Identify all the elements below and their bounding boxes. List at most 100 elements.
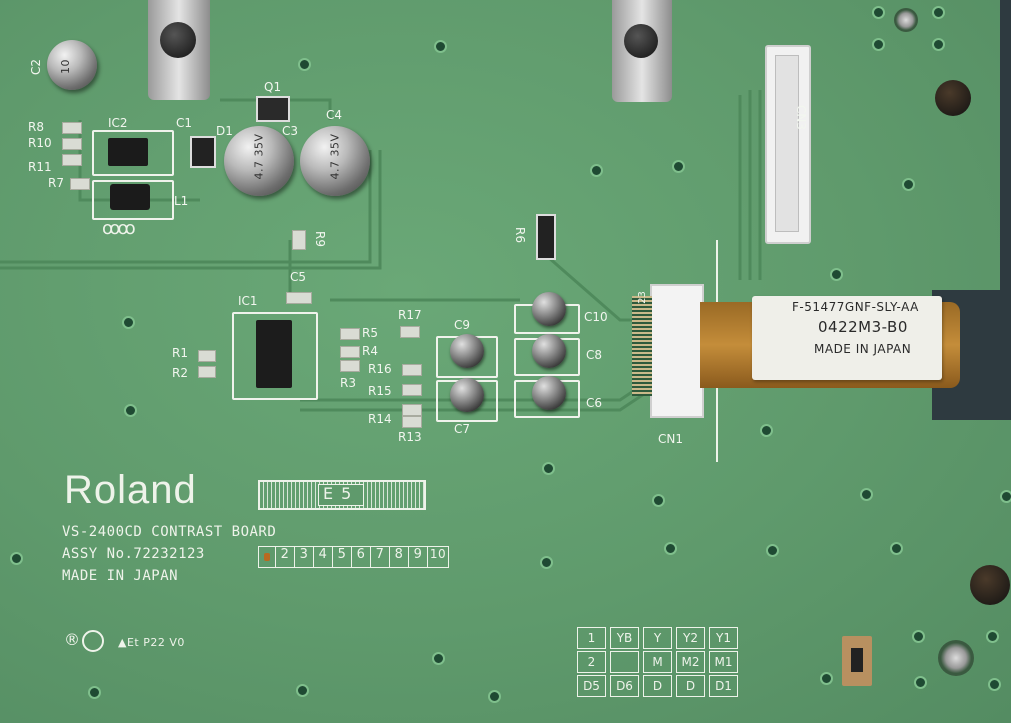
label-c2: C2 <box>29 58 44 76</box>
label-c4: C4 <box>326 108 343 122</box>
pad-r15 <box>402 384 422 396</box>
via <box>296 684 309 697</box>
label-q1: Q1 <box>264 80 282 94</box>
cap-c2-marking: 10 <box>59 59 72 74</box>
assy-number: ASSY No.72232123 <box>62 546 205 562</box>
label-cn1: CN1 <box>658 432 683 446</box>
via <box>932 38 945 51</box>
via <box>298 58 311 71</box>
ul-recognized-mark: ® <box>64 630 81 649</box>
capacitor-c10 <box>532 292 566 326</box>
via <box>124 404 137 417</box>
via <box>122 316 135 329</box>
assy-digit-4: 4 <box>313 547 332 567</box>
via <box>986 630 999 643</box>
roland-logo-text: Roland <box>64 468 197 512</box>
via <box>10 552 23 565</box>
label-pin23: 23 <box>636 291 648 304</box>
label-c5: C5 <box>290 270 307 284</box>
via <box>542 462 555 475</box>
via <box>1000 490 1011 503</box>
label-r10: R10 <box>28 136 52 150</box>
test-pad-cell: D <box>676 675 705 697</box>
via <box>652 494 665 507</box>
screw-left <box>160 22 196 58</box>
test-pad-cell: YB <box>610 627 639 649</box>
test-pad-cell: Y <box>643 627 672 649</box>
resistor-r6 <box>536 214 556 260</box>
via <box>932 6 945 19</box>
ic1-outline <box>232 312 318 400</box>
pad-r1 <box>198 350 216 362</box>
diode-d1 <box>190 136 216 168</box>
assy-digit-5: 5 <box>332 547 351 567</box>
ribbon-label <box>752 296 942 380</box>
ribbon-part-number: F-51477GNF-SLY-AA <box>792 300 919 314</box>
label-c3: C3 <box>282 124 299 138</box>
pad-r9 <box>292 230 306 250</box>
via <box>914 676 927 689</box>
test-pad-cell: D6 <box>610 675 639 697</box>
via <box>872 6 885 19</box>
capacitor-c3 <box>224 126 294 196</box>
pad-r7 <box>70 178 90 190</box>
test-pad-cell: D1 <box>709 675 738 697</box>
pad-c5 <box>286 292 312 304</box>
label-r4: R4 <box>362 344 378 358</box>
pad-r17 <box>400 326 420 338</box>
label-ic1: IC1 <box>238 294 258 308</box>
via <box>912 630 925 643</box>
via <box>88 686 101 699</box>
via <box>672 160 685 173</box>
assy-digit-7: 7 <box>370 547 389 567</box>
indicator-pad-center <box>851 648 863 672</box>
screw-top-right <box>935 80 971 116</box>
barcode-center <box>318 484 364 506</box>
via <box>760 424 773 437</box>
label-r13: R13 <box>398 430 422 444</box>
label-r7: R7 <box>48 176 64 190</box>
via <box>830 268 843 281</box>
pad-r11 <box>62 154 82 166</box>
screw-bottom-right <box>970 565 1010 605</box>
capacitor-c8 <box>532 334 566 368</box>
test-pad-cell: M2 <box>676 651 705 673</box>
assy-digit-boxes: 2 3 4 5 6 7 8 9 10 <box>258 546 449 568</box>
label-r9: R9 <box>312 231 327 247</box>
label-c1: C1 <box>176 116 193 130</box>
assy-marker <box>259 547 275 567</box>
connector-cn1-pins <box>632 296 652 396</box>
label-c9: C9 <box>454 318 471 332</box>
label-r11: R11 <box>28 160 52 174</box>
test-pad-cell <box>610 651 639 673</box>
label-r1: R1 <box>172 346 188 360</box>
inductor-l1 <box>110 184 150 210</box>
mount-hole-top-right <box>894 8 918 32</box>
assy-digit-6: 6 <box>351 547 370 567</box>
assy-digit-10: 10 <box>427 547 448 567</box>
connector-cn3-slot <box>775 55 799 232</box>
via <box>488 690 501 703</box>
capacitor-c4 <box>300 126 370 196</box>
via <box>664 542 677 555</box>
assy-digit-2: 2 <box>275 547 294 567</box>
test-pad-cell: Y2 <box>676 627 705 649</box>
inductor-symbol: ꝏꝏ <box>102 218 136 239</box>
transistor-q1 <box>256 96 290 122</box>
ic2-chip <box>108 138 148 166</box>
label-r8: R8 <box>28 120 44 134</box>
pad-r5 <box>340 328 360 340</box>
label-c7: C7 <box>454 422 471 436</box>
via <box>434 40 447 53</box>
made-in-japan: MADE IN JAPAN <box>62 568 179 584</box>
label-l1: L1 <box>174 194 189 208</box>
pad-r4 <box>340 346 360 358</box>
assy-digit-9: 9 <box>408 547 427 567</box>
pad-r8 <box>62 122 82 134</box>
via <box>540 556 553 569</box>
via <box>860 488 873 501</box>
assy-digit-8: 8 <box>389 547 408 567</box>
label-c10: C10 <box>584 310 608 324</box>
